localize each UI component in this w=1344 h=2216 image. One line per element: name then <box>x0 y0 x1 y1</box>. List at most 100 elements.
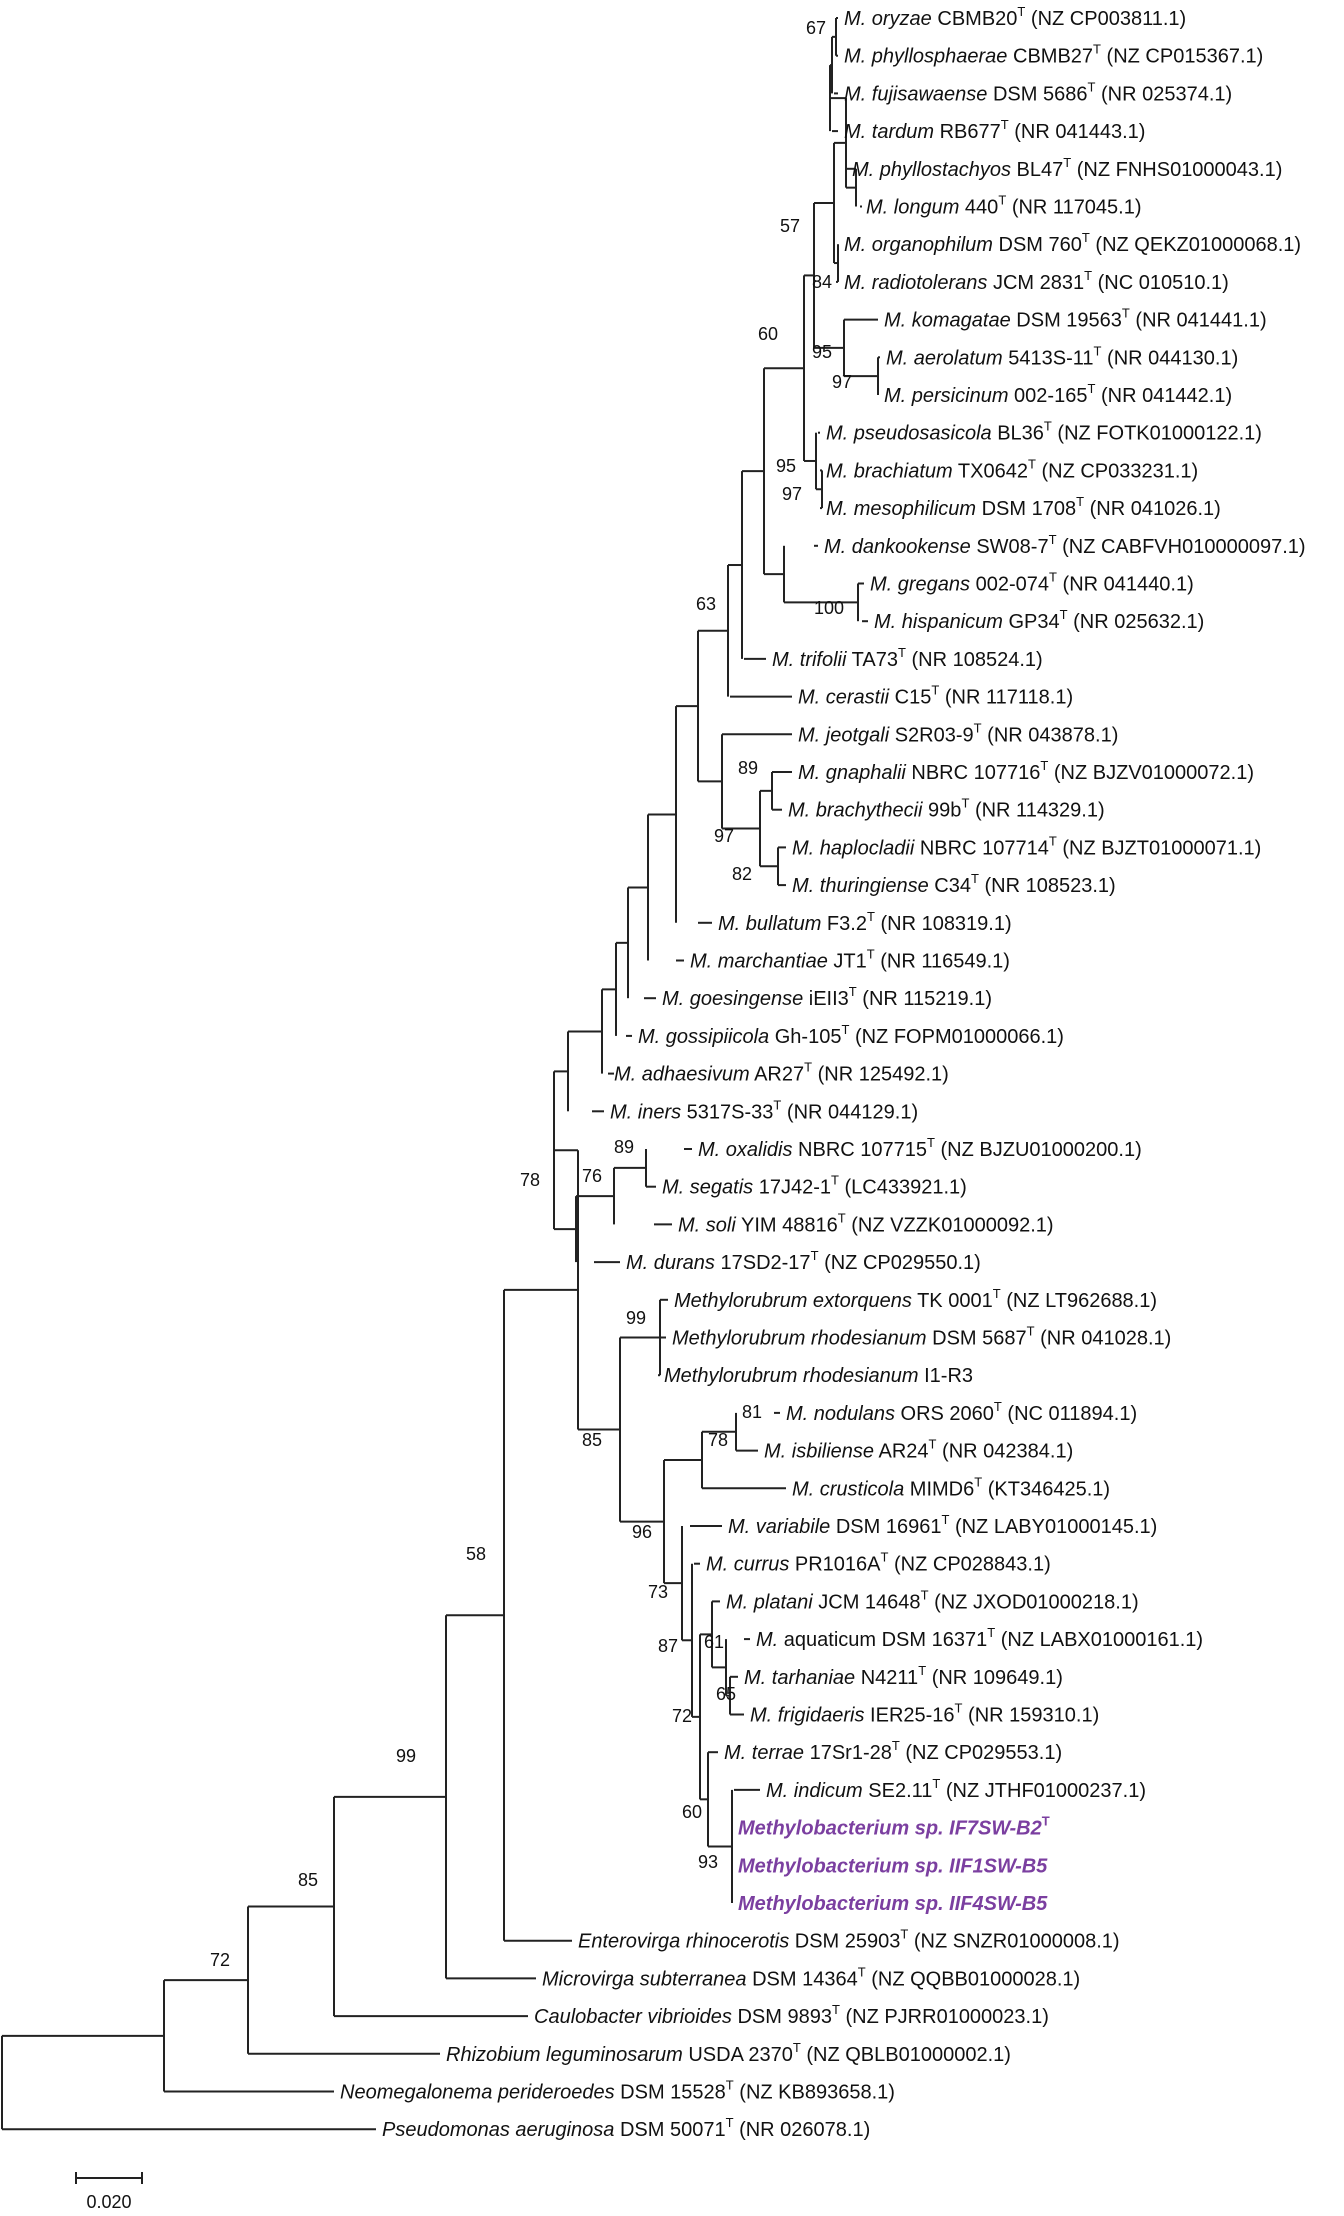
taxon-species: M. dankookense <box>824 536 971 558</box>
taxon-label: Methylorubrum extorquens TK 0001T (NZ LT… <box>674 1286 1157 1312</box>
bootstrap-value: 100 <box>814 598 844 618</box>
type-strain-mark: T <box>773 1097 781 1112</box>
type-strain-mark: T <box>867 947 875 962</box>
taxon-species: M. phyllosphaerae <box>844 46 1007 68</box>
bootstrap-value: 78 <box>708 1430 728 1450</box>
bootstrap-value: 97 <box>782 484 802 504</box>
taxon-label: M. dankookense SW08-7T (NZ CABFVH0100000… <box>824 532 1306 558</box>
taxon-strain: ORS 2060 <box>895 1403 994 1425</box>
taxon-label: M. segatis 17J42-1T (LC433921.1) <box>662 1173 967 1199</box>
type-strain-mark: T <box>900 1927 908 1942</box>
bootstrap-value: 82 <box>732 864 752 884</box>
taxon-strain: DSM 16961 <box>830 1516 941 1538</box>
type-strain-mark: T <box>961 796 969 811</box>
bootstrap-value: 84 <box>812 272 832 292</box>
taxon-label: M. phyllosphaerae CBMB27T (NZ CP015367.1… <box>844 42 1263 68</box>
taxon-strain: TX0642 <box>953 460 1028 482</box>
taxon-accession: (NZ BJZV01000072.1) <box>1048 762 1254 784</box>
taxon-species: Methylobacterium sp. IIF1SW-B5 <box>738 1855 1048 1877</box>
type-strain-mark: T <box>993 1286 1001 1301</box>
taxon-strain: I1-R3 <box>919 1365 973 1387</box>
taxon-species: M. variabile <box>728 1516 830 1538</box>
taxon-strain: 99b <box>923 800 962 822</box>
taxon-label: M. longum 440T (NR 117045.1) <box>866 193 1142 219</box>
taxon-species: M. thuringiense <box>792 875 929 897</box>
taxon-accession: (NZ JXOD01000218.1) <box>929 1591 1139 1613</box>
type-strain-mark: T <box>932 1776 940 1791</box>
taxon-label: M. organophilum DSM 760T (NZ QEKZ0100006… <box>844 230 1301 256</box>
taxon-accession: (NC 010510.1) <box>1092 272 1229 294</box>
taxon-strain: S2R03-9 <box>889 724 974 746</box>
taxon-label: M. komagatae DSM 19563T (NR 041441.1) <box>884 306 1267 332</box>
taxon-strain: DSM 50071 <box>614 2119 725 2141</box>
type-strain-mark: T <box>931 683 939 698</box>
taxon-species: M. organophilum <box>844 234 993 256</box>
type-strain-mark: T <box>955 1701 963 1716</box>
taxon-species: M. brachythecii <box>788 800 923 822</box>
taxon-accession: (NZ BJZT01000071.1) <box>1057 837 1262 859</box>
taxon-species: M. nodulans <box>786 1403 895 1425</box>
bootstrap-labels: 6757846095979597100638997828976789981788… <box>210 18 852 1970</box>
type-strain-mark: T <box>1049 570 1057 585</box>
taxon-species: Methylorubrum rhodesianum <box>672 1328 927 1350</box>
taxon-species: M. oxalidis <box>698 1139 792 1161</box>
type-strain-mark: T <box>971 871 979 886</box>
taxon-species: M. radiotolerans <box>844 272 987 294</box>
type-strain-mark: T <box>793 2040 801 2055</box>
bootstrap-value: 95 <box>812 342 832 362</box>
type-strain-mark: T <box>1084 268 1092 283</box>
taxon-label: M. tarhaniae N4211T (NR 109649.1) <box>744 1663 1063 1689</box>
taxon-strain: AR24 <box>874 1441 928 1463</box>
taxon-species: Caulobacter vibrioides <box>534 2006 732 2028</box>
taxon-strain: PR1016A <box>789 1554 881 1576</box>
taxon-accession: (NZ CP029550.1) <box>819 1252 981 1274</box>
taxon-accession: (NR 109649.1) <box>926 1667 1063 1689</box>
type-strain-mark: T <box>1094 343 1102 358</box>
taxon-accession: (NZ LABX01000161.1) <box>995 1629 1203 1651</box>
taxon-accession: (KT346425.1) <box>982 1478 1110 1500</box>
type-strain-mark: T <box>1087 381 1095 396</box>
taxon-strain: 5317S-33 <box>681 1101 773 1123</box>
bootstrap-value: 73 <box>648 1582 668 1602</box>
type-strain-mark: T <box>927 1135 935 1150</box>
taxon-species: M. brachiatum <box>826 460 953 482</box>
taxon-accession: (NR 117118.1) <box>939 687 1073 709</box>
type-strain-mark: T <box>1093 42 1101 57</box>
taxon-label: Methylorubrum rhodesianum I1-R3 <box>664 1365 973 1387</box>
taxon-strain: BL36 <box>992 423 1044 445</box>
taxon-accession: (NR 041443.1) <box>1009 121 1146 143</box>
taxon-label: M. fujisawaense DSM 5686T (NR 025374.1) <box>844 79 1232 105</box>
taxon-label: M. indicum SE2.11T (NZ JTHF01000237.1) <box>766 1776 1146 1802</box>
type-strain-mark: T <box>1001 117 1009 132</box>
type-strain-mark: T <box>1082 230 1090 245</box>
taxon-species: M. currus <box>706 1554 789 1576</box>
taxon-accession: (NZ CABFVH010000097.1) <box>1057 536 1306 558</box>
taxon-strain: 17J42-1 <box>753 1177 831 1199</box>
taxon-strain: DSM 760 <box>993 234 1082 256</box>
bootstrap-value: 96 <box>632 1522 652 1542</box>
taxon-strain: NBRC 107715 <box>792 1139 927 1161</box>
taxon-accession: (NC 011894.1) <box>1002 1403 1137 1425</box>
taxon-species: M. longum <box>866 197 959 219</box>
taxon-strain: SW08-7 <box>971 536 1049 558</box>
taxon-species: M. persicinum <box>884 385 1008 407</box>
taxon-accession: (NZ CP028843.1) <box>888 1554 1050 1576</box>
taxon-strain: DSM 25903 <box>789 1931 900 1953</box>
taxon-strain: DSM 9893 <box>732 2006 832 2028</box>
taxon-strain: 5413S-11 <box>1003 347 1094 369</box>
type-strain-mark: T <box>1063 155 1071 170</box>
taxon-accession: (NZ CP003811.1) <box>1025 8 1186 30</box>
type-strain-mark: T <box>811 1248 819 1263</box>
taxon-species: M. mesophilicum <box>826 498 976 520</box>
taxon-label: M. oryzae CBMB20T (NZ CP003811.1) <box>844 4 1186 30</box>
type-strain-mark: T <box>832 2002 840 2017</box>
taxon-accession: (NR 108319.1) <box>875 913 1012 935</box>
taxon-strain: DSM 14364 <box>747 1968 858 1990</box>
taxon-accession: (NZ BJZU01000200.1) <box>935 1139 1142 1161</box>
type-strain-mark: T <box>831 1173 839 1188</box>
taxon-accession: (NZ QBLB01000002.1) <box>801 2044 1011 2066</box>
taxon-species: M. gossipiicola <box>638 1026 769 1048</box>
type-strain-mark: T <box>841 1022 849 1037</box>
type-strain-mark: T <box>1040 758 1048 773</box>
